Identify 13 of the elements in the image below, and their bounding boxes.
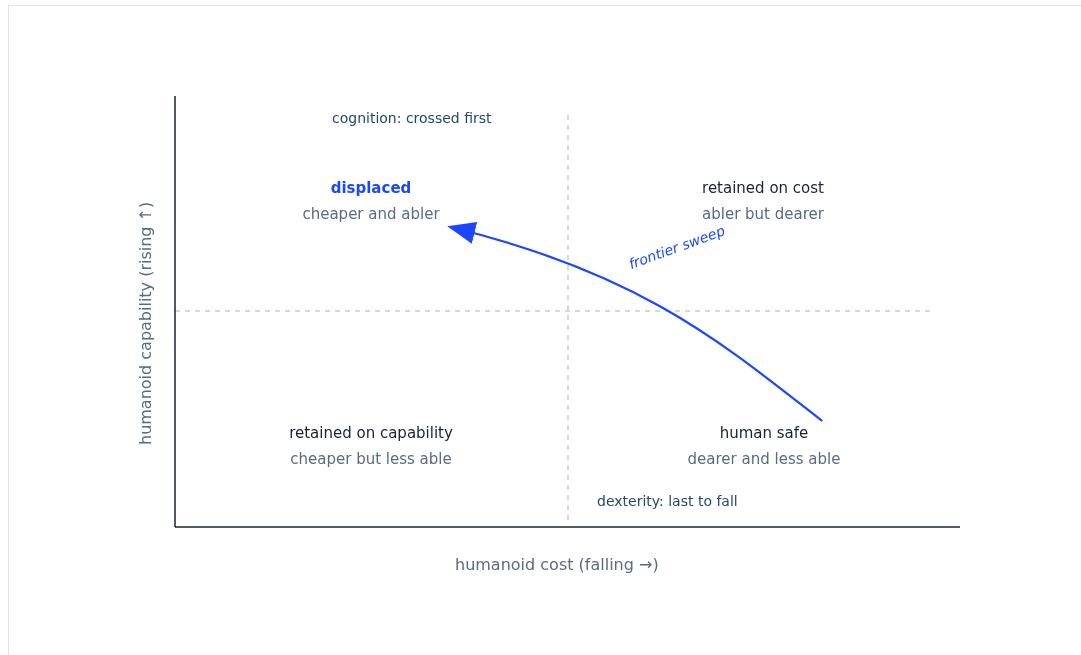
quadrant-description: cheaper but less able <box>289 449 453 470</box>
quadrant-title: human safe <box>718 423 810 444</box>
quadrant-description: cheaper and abler <box>301 204 441 225</box>
arrow <box>447 222 823 422</box>
annotation: cognition: crossed first <box>332 110 492 126</box>
quadrant-description: dearer and less able <box>686 449 842 470</box>
axis-title: humanoid cost (falling →) <box>455 555 659 574</box>
quadrant-description: abler but dearer <box>701 204 825 225</box>
quadrant-title: retained on cost <box>701 178 825 199</box>
quadrant-title: displaced <box>329 178 413 199</box>
annotation: dexterity: last to fall <box>597 493 738 509</box>
axis-title: humanoid capability (rising ↑) <box>136 201 155 445</box>
quadrant-title: retained on capability <box>288 423 454 444</box>
